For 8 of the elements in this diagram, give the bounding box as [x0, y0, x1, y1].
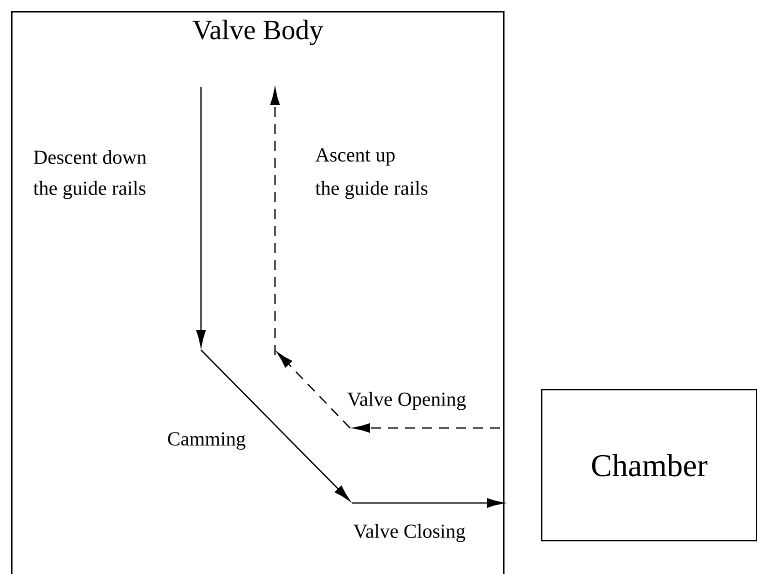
motion-label: Valve Closing [353, 524, 466, 542]
motion-label: the guide rails [315, 180, 428, 200]
chamber-box: Chamber [541, 389, 757, 542]
motion-label: Valve Opening [347, 392, 466, 410]
motion-label: Ascent up [315, 148, 395, 166]
motion-label: Camming [168, 432, 246, 450]
motion-label: Descent down [34, 150, 146, 164]
motion-label: the guide rails [33, 180, 146, 200]
